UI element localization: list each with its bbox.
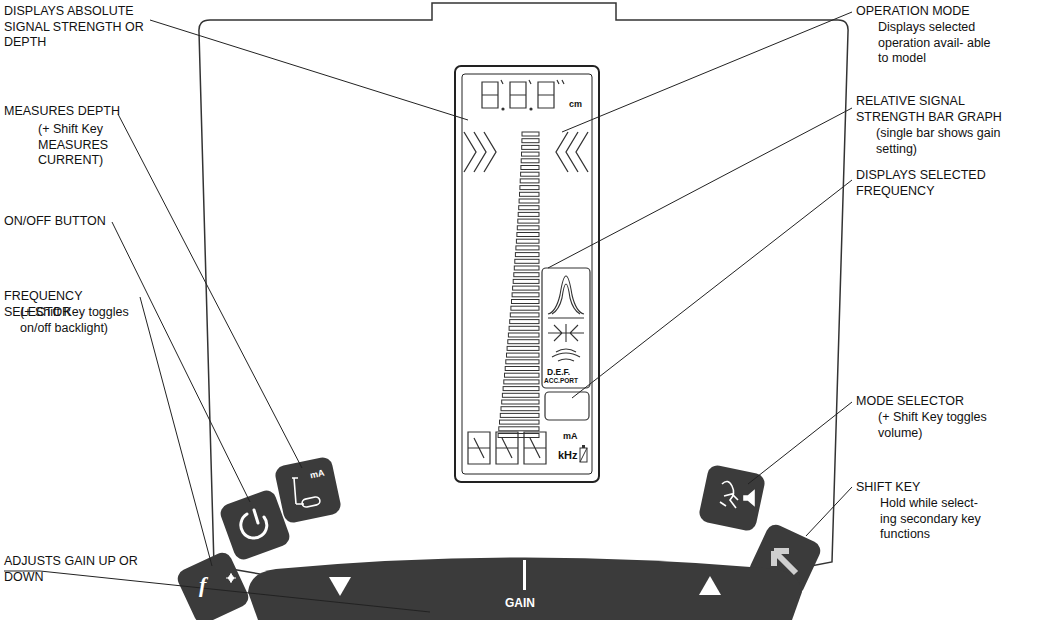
callout-note: Hold while select- ing secondary key fun… — [880, 496, 992, 543]
signal-bar — [514, 266, 539, 270]
signal-bar — [499, 427, 539, 431]
mode-label: ACC.PORT — [544, 378, 578, 385]
signal-bar — [500, 420, 540, 424]
callout-label: MEASURES DEPTH — [4, 104, 124, 120]
signal-bar — [505, 373, 540, 377]
signal-bar — [520, 186, 539, 190]
signal-bar — [520, 192, 540, 196]
callout-label: RELATIVE SIGNAL STRENGTH BAR GRAPH — [856, 94, 1016, 125]
signal-bar — [513, 286, 539, 290]
signal-bar — [502, 400, 539, 404]
button-label: GAIN — [505, 597, 535, 609]
signal-bar — [513, 279, 539, 283]
callout-note: Displays selected operation avail- able … — [878, 20, 996, 67]
signal-bar — [502, 393, 539, 397]
signal-bar — [514, 273, 539, 277]
unit-label: mA — [563, 432, 578, 441]
signal-bar — [522, 145, 539, 149]
callout-label: ADJUSTS GAIN UP OR DOWN — [4, 554, 154, 585]
signal-bar — [518, 212, 539, 216]
signal-bar — [517, 226, 539, 230]
signal-bar — [505, 367, 539, 371]
callout-note: (+ Shift Key toggles on/off backlight) — [20, 305, 140, 336]
callout-label: SHIFT KEY — [856, 480, 1006, 496]
signal-bar — [520, 179, 539, 183]
signal-bar — [511, 306, 539, 310]
callout-note: (single bar shows gain setting) — [876, 126, 1041, 157]
signal-bar — [507, 346, 539, 350]
signal-bar — [504, 380, 539, 384]
callout-label: MODE SELECTOR — [856, 394, 1006, 410]
signal-bar — [508, 333, 539, 337]
signal-bar — [515, 259, 539, 263]
signal-bar — [521, 172, 539, 176]
signal-bar — [509, 326, 539, 330]
callout-note: (+ Shift Key toggles volume) — [878, 410, 988, 441]
signal-bar — [510, 313, 539, 317]
button-label: f — [199, 574, 206, 596]
signal-bar — [501, 407, 539, 411]
signal-bar — [506, 360, 539, 364]
unit-label: kHz — [558, 450, 578, 461]
unit-label: cm — [569, 100, 582, 109]
signal-bar — [510, 320, 539, 324]
signal-bar — [519, 206, 539, 210]
callout-label: DISPLAYS ABSOLUTE SIGNAL STRENGTH OR DEP… — [4, 4, 164, 51]
callout-label: ON/OFF BUTTON — [4, 214, 134, 230]
signal-bar — [507, 353, 540, 357]
signal-bar — [522, 139, 539, 143]
signal-bar — [516, 239, 539, 243]
signal-bar — [521, 159, 539, 163]
signal-bar — [500, 413, 539, 417]
signal-bar — [522, 152, 540, 156]
callout-label: OPERATION MODE — [856, 4, 1006, 20]
signal-bar — [508, 340, 539, 344]
signal-bar — [519, 199, 539, 203]
callout-label: DISPLAYS SELECTED FREQUENCY — [856, 168, 1006, 199]
signal-bar — [503, 387, 539, 391]
signal-bar — [522, 132, 539, 136]
signal-bar — [515, 253, 539, 257]
signal-bar — [517, 233, 539, 237]
callout-note: (+ Shift Key MEASURES CURRENT) — [38, 122, 148, 169]
mode-label: D.E.F. — [547, 368, 570, 377]
signal-bar — [516, 246, 539, 250]
signal-bar — [518, 219, 539, 223]
signal-bar — [512, 300, 540, 304]
signal-bar — [512, 293, 539, 297]
signal-bar — [521, 166, 539, 170]
